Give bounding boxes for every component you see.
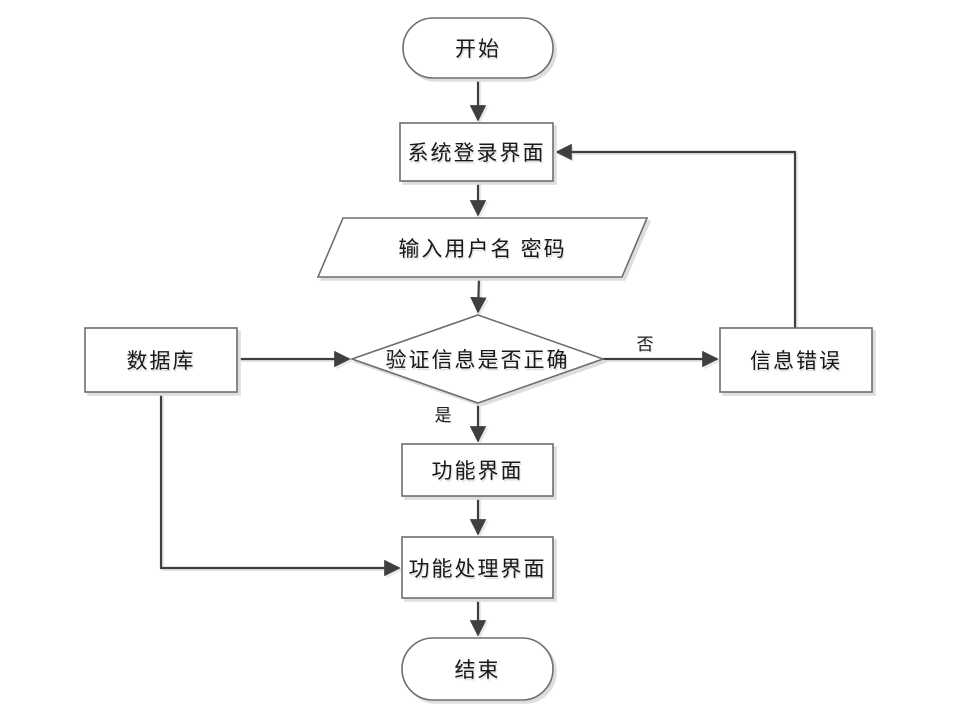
node-error-message	[719, 327, 873, 393]
node-function-screen	[401, 443, 554, 497]
node-input-credentials-io	[316, 217, 649, 278]
edge-error-to-login-loop	[555, 143, 797, 328]
edge-input-to-decision	[470, 276, 487, 314]
node-end-terminator	[401, 637, 554, 701]
node-start-terminator	[402, 17, 554, 79]
node-login-screen	[399, 122, 554, 182]
edges	[159, 78, 797, 637]
nodes	[84, 17, 873, 701]
edge-database-to-process	[159, 392, 401, 577]
node-function-process-screen	[401, 536, 554, 599]
node-decision-verify	[349, 314, 606, 404]
node-database	[84, 327, 238, 393]
